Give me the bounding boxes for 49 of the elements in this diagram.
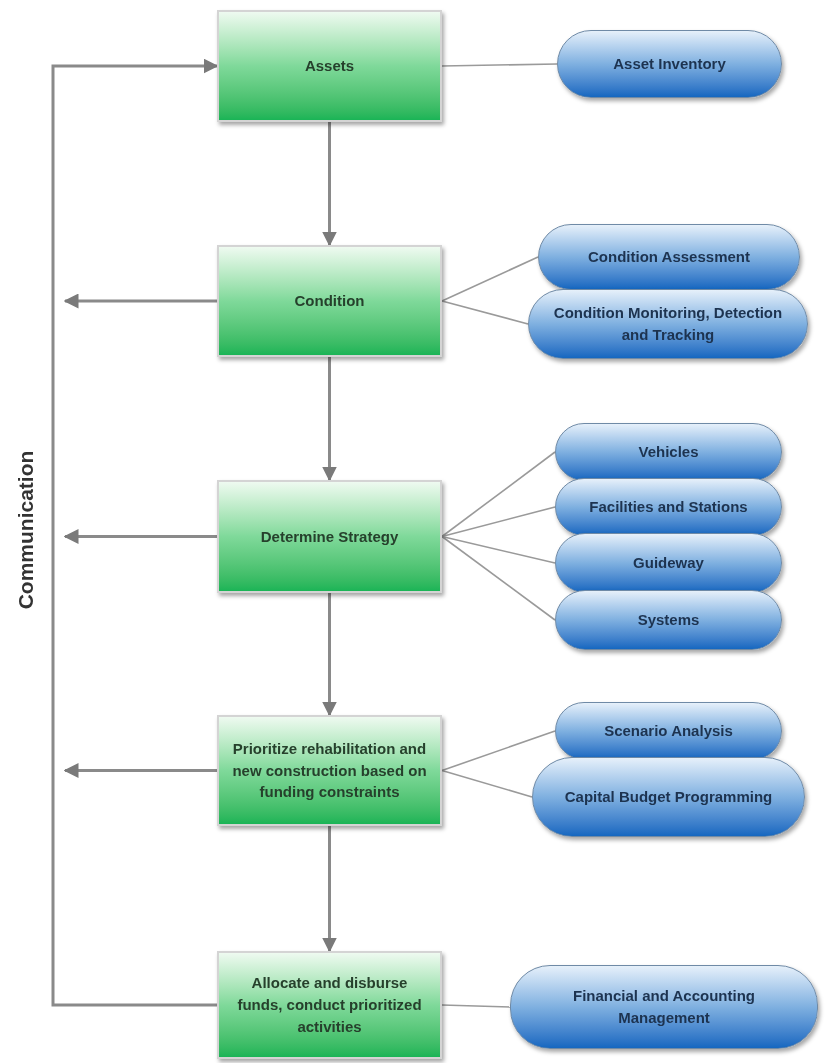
- node-text: Condition Monitoring, Detection and Tracking: [552, 303, 784, 345]
- node-text: Vehicles: [638, 442, 699, 463]
- rounded-pill: [510, 965, 818, 1049]
- rounded-pill: [555, 590, 782, 650]
- rounded-pill: [555, 478, 782, 536]
- rounded-pill: [532, 757, 805, 837]
- rounded-pill: [528, 289, 808, 359]
- node-text: Scenario Analysis: [604, 721, 733, 742]
- connector-line: [441, 535, 556, 621]
- node-text: Determine Strategy: [260, 526, 399, 547]
- connector-line: [441, 63, 558, 67]
- rounded-pill: [555, 702, 782, 760]
- rounded-pill: [557, 30, 782, 98]
- connector-line: [441, 300, 529, 325]
- node-text: Condition: [294, 291, 365, 312]
- connector-line: [441, 730, 556, 772]
- arrow: [322, 826, 337, 953]
- node-text: Allocate and disburse funds, conduct prioritized activities: [236, 973, 423, 1037]
- node-text: Assets: [304, 56, 355, 77]
- connector-line: [441, 1004, 511, 1008]
- arrow: [51, 58, 219, 1007]
- arrow: [63, 763, 217, 778]
- node-text: Facilities and Stations: [589, 497, 748, 518]
- connector-line: [441, 535, 556, 564]
- arrow: [322, 357, 337, 482]
- rounded-pill: [555, 533, 782, 593]
- connector-line: [441, 769, 533, 798]
- node-text: Prioritize rehabilitation and new construction based on funding constraints: [231, 738, 428, 803]
- process-box: [217, 951, 442, 1059]
- arrow: [322, 122, 337, 247]
- rounded-pill: [555, 423, 782, 481]
- rounded-pill: [538, 224, 800, 290]
- process-box: [217, 10, 442, 122]
- node-text: Asset Inventory: [613, 54, 726, 75]
- arrow: [63, 529, 217, 544]
- node-text: Systems: [637, 610, 700, 631]
- process-box: [217, 715, 442, 826]
- side-label: Communication: [13, 450, 39, 610]
- connector-line: [441, 451, 556, 538]
- node-text: Guideway: [633, 553, 704, 574]
- process-box: [217, 245, 442, 357]
- node-text: Condition Assessment: [588, 247, 750, 268]
- arrow: [322, 593, 337, 717]
- process-box: [217, 480, 442, 593]
- node-text: Capital Budget Programming: [564, 787, 773, 808]
- node-text: Financial and Accounting Management: [572, 986, 756, 1028]
- connector-line: [441, 506, 556, 538]
- arrow: [63, 293, 217, 309]
- connector-line: [441, 256, 539, 302]
